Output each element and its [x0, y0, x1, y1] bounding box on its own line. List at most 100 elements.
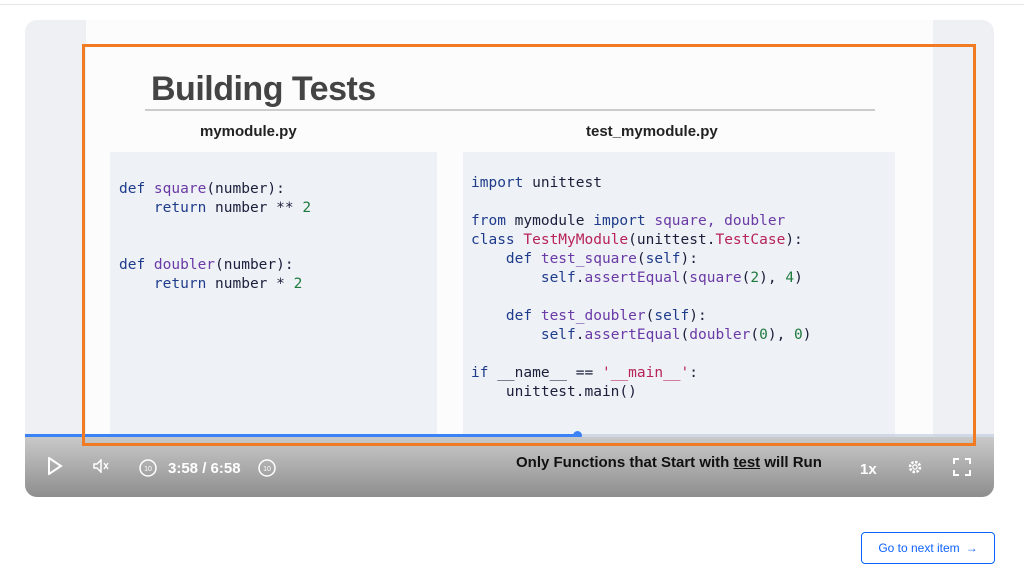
top-divider [0, 4, 1024, 5]
code-token: class [471, 232, 524, 248]
svg-text:10: 10 [144, 466, 152, 473]
code-token: doubler [153, 257, 216, 273]
arrow-right-icon: → [965, 541, 978, 555]
current-time: 3:58 [168, 460, 199, 477]
video-player[interactable]: Building Tests mymodule.py test_mymodule… [25, 20, 994, 497]
code-token: (unittest. [628, 232, 716, 248]
rewind-10-icon: 10 [139, 459, 157, 477]
code-token: from [471, 213, 515, 229]
code-line: return number ** 2 [119, 199, 437, 218]
code-line [119, 237, 437, 256]
caption-text: Only Functions that Start with test will… [516, 454, 822, 471]
code-token: return [119, 276, 216, 292]
code-line [471, 345, 895, 364]
code-token: (number): [215, 257, 294, 273]
code-line: def test_square(self): [471, 250, 895, 269]
time-display: 3:58 / 6:58 [168, 460, 241, 477]
progress-handle[interactable] [573, 431, 583, 440]
code-token: '__main__' [601, 365, 690, 381]
code-line: def square(number): [119, 180, 437, 199]
code-token: ( [680, 270, 690, 286]
code-token: TestCase [715, 232, 786, 248]
gear-icon [908, 460, 922, 474]
code-token: def [119, 257, 154, 273]
code-token: square [153, 181, 207, 197]
control-bar: 10 3:58 / 6:58 10 Only Functions that St… [25, 437, 994, 497]
code-token: ): [680, 251, 698, 267]
go-to-next-item-button[interactable]: Go to next item → [861, 532, 995, 564]
code-token: ( [645, 308, 655, 324]
code-token: ) [794, 270, 803, 286]
code-line: if __name__ == '__main__': [471, 364, 895, 383]
code-line: def doubler(number): [119, 256, 437, 275]
code-token: unittest.main() [471, 384, 637, 400]
code-token: . [575, 327, 585, 343]
code-token: ( [636, 251, 646, 267]
code-token: ( [680, 327, 690, 343]
code-token: if [471, 365, 498, 381]
code-token: doubler [689, 327, 751, 343]
code-line: self.assertEqual(square(2), 4) [471, 269, 895, 288]
code-token: mymodule [514, 213, 594, 229]
code-token: __name__ == [497, 365, 602, 381]
code-token: 2 [293, 276, 303, 292]
progress-bar[interactable] [25, 431, 994, 440]
code-token: def [119, 181, 154, 197]
caption-part: will Run [760, 454, 822, 471]
code-token: assertEqual [584, 327, 681, 343]
settings-button[interactable] [906, 458, 924, 476]
code-line [119, 218, 437, 237]
next-button-label: Go to next item [878, 541, 960, 555]
fullscreen-icon [953, 458, 971, 476]
code-token: (number): [206, 181, 285, 197]
code-token: unittest [532, 175, 602, 191]
code-line: def test_doubler(self): [471, 307, 895, 326]
code-token: ), [767, 327, 795, 343]
code-token: . [575, 270, 585, 286]
rewind-10-button[interactable]: 10 [138, 457, 158, 477]
code-token: def [471, 308, 541, 324]
code-token: test_square [540, 251, 637, 267]
code-token: assertEqual [584, 270, 681, 286]
code-token: ), [759, 270, 786, 286]
progress-fill [25, 434, 578, 437]
svg-text:10: 10 [263, 466, 271, 473]
slide-title: Building Tests [151, 70, 376, 108]
playback-speed-button[interactable]: 1x [860, 461, 877, 478]
time-separator: / [198, 460, 211, 477]
code-token: 4 [785, 270, 795, 286]
code-line: self.assertEqual(doubler(0), 0) [471, 326, 895, 345]
code-token: number * [215, 276, 294, 292]
fullscreen-button[interactable] [953, 458, 971, 476]
volume-icon [93, 459, 109, 473]
code-line [471, 288, 895, 307]
code-token: self [654, 308, 690, 324]
code-token: import [471, 175, 533, 191]
code-token: return [119, 200, 216, 216]
code-token: square [689, 270, 742, 286]
code-token: def [471, 251, 541, 267]
volume-button[interactable] [93, 459, 109, 473]
code-token: test_doubler [540, 308, 646, 324]
code-token: ( [741, 270, 751, 286]
code-token: number ** [215, 200, 303, 216]
code-line: return number * 2 [119, 275, 437, 294]
code-token: 2 [302, 200, 312, 216]
code-line: from mymodule import square, doubler [471, 212, 895, 231]
code-token: import [593, 213, 655, 229]
code-line: class TestMyModule(unittest.TestCase): [471, 231, 895, 250]
code-line: unittest.main() [471, 383, 895, 402]
code-token: self [471, 327, 576, 343]
play-icon [48, 457, 63, 475]
title-rule [145, 109, 875, 111]
right-file-name: test_mymodule.py [586, 123, 718, 140]
play-button[interactable] [47, 457, 63, 475]
code-token: self [471, 270, 576, 286]
code-token: 2 [750, 270, 760, 286]
forward-10-button[interactable]: 10 [257, 457, 277, 477]
code-token: self [645, 251, 681, 267]
code-line: import unittest [471, 174, 895, 193]
forward-10-icon: 10 [258, 459, 276, 477]
code-token: 0 [759, 327, 768, 343]
